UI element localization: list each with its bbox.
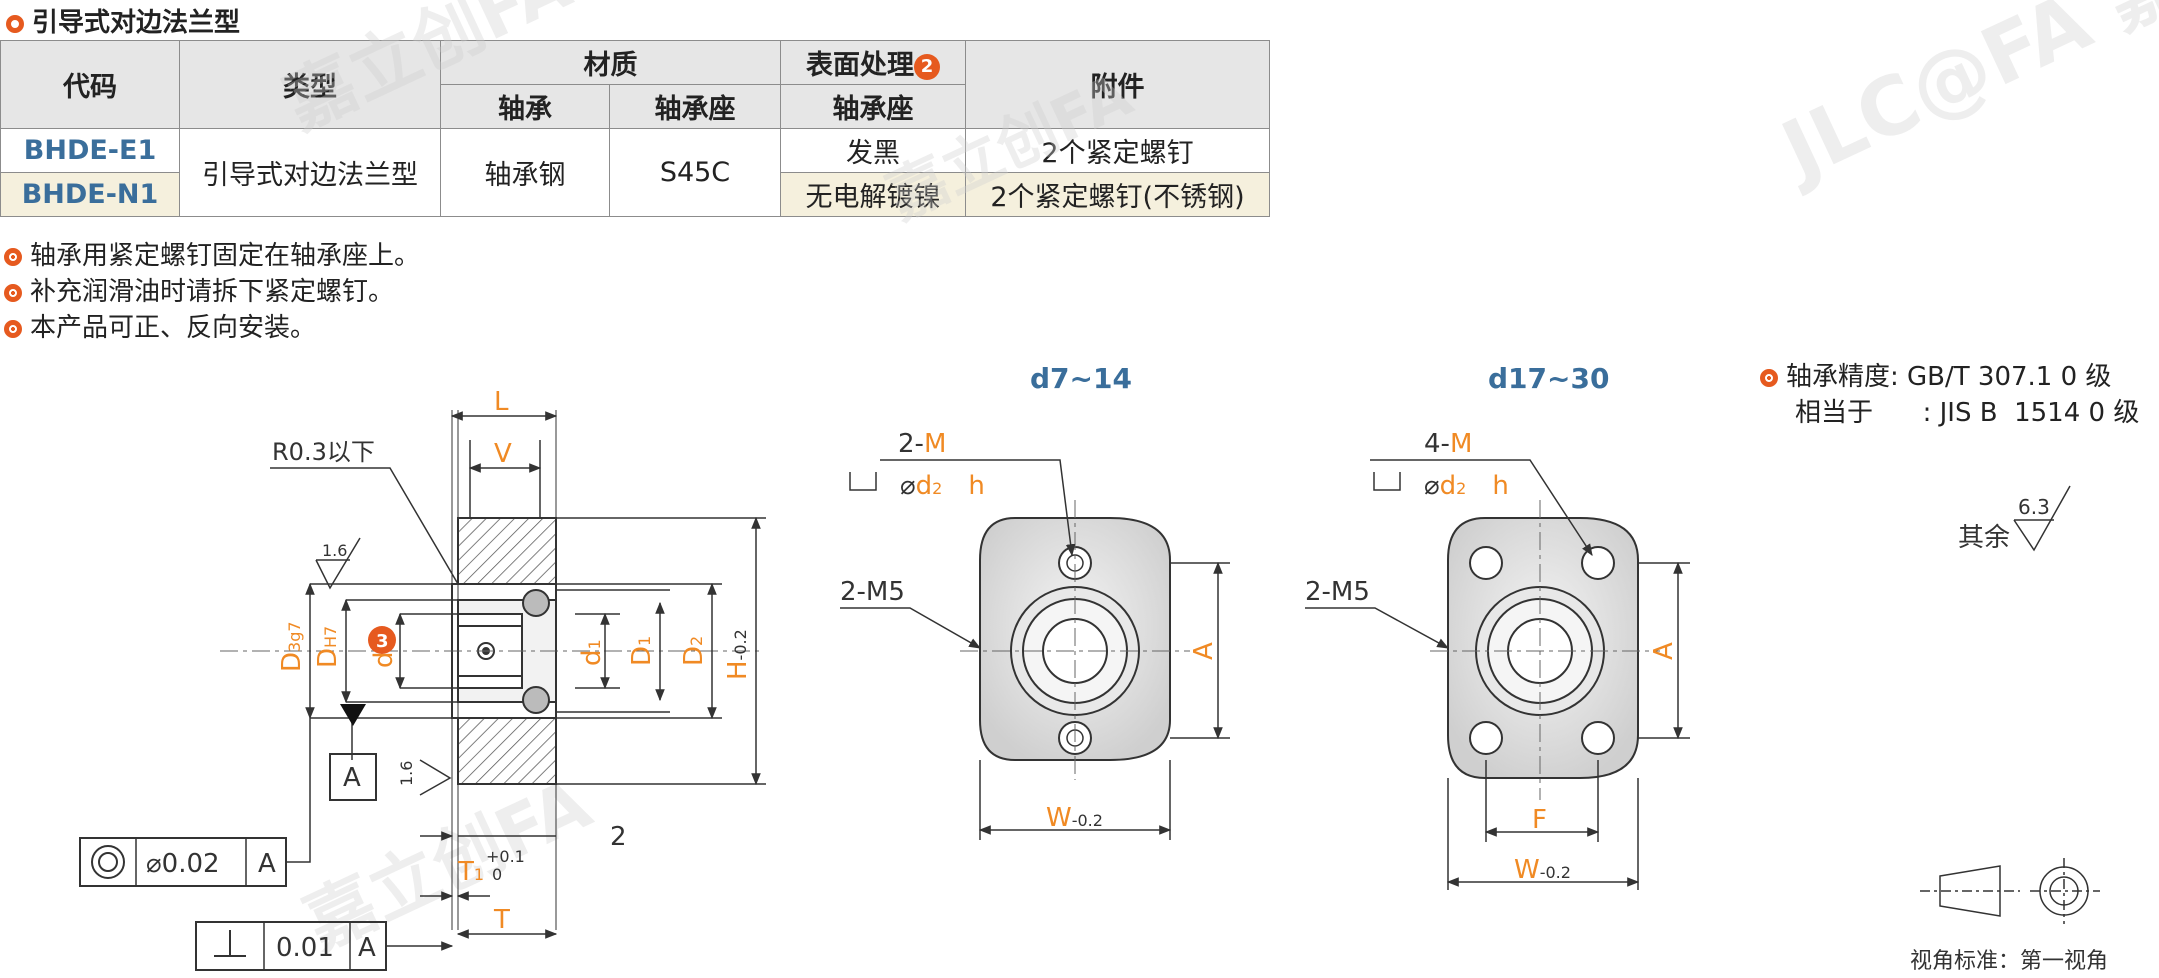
coaxiality-value: ⌀0.02 xyxy=(146,849,220,879)
code-cell: BHDE-E1 xyxy=(0,128,180,173)
finish-value: 6.3 xyxy=(2018,495,2050,519)
svg-text:嘉立创FA: 嘉立创FA xyxy=(273,0,583,145)
rough-1: 1.6 xyxy=(322,541,347,560)
note-2: 补充润滑油时请拆下紧定螺钉。 xyxy=(4,271,394,308)
coax-datum: A xyxy=(258,849,276,879)
svg-text:嘉立创FA: 嘉立创FA xyxy=(877,60,1143,234)
perp-datum: A xyxy=(358,933,376,963)
mid-dim-A: A xyxy=(1189,642,1219,660)
note-bullet-icon xyxy=(4,247,22,266)
bearing-cell: 轴承钢 xyxy=(440,128,610,217)
dim-T: T xyxy=(493,905,510,935)
jis-note: 相当于 : JIS B 1514 0 级 xyxy=(1795,398,2140,428)
dim-T1-tol-up: +0.1 xyxy=(486,847,525,866)
dim-D3: D3g7 xyxy=(277,621,307,672)
d-note-badge: 3 xyxy=(376,631,389,652)
mid-dim-W: W-0.2 xyxy=(1046,803,1103,833)
dim-D1: D1 xyxy=(627,636,657,666)
finish-symbol xyxy=(2013,485,2071,552)
title-bullet-icon xyxy=(6,14,24,33)
svg-text:JLC@FA 嘉立创FA: JLC@FA 嘉立创FA xyxy=(1764,0,2159,199)
right-dim-F: F xyxy=(1532,805,1547,835)
right-M5-label: 2-M5 xyxy=(1305,577,1370,607)
front-view-large xyxy=(1305,459,1690,890)
view-standard: 视角标准：第一视角 xyxy=(1910,949,2108,974)
dim-L: L xyxy=(494,387,509,417)
note-3: 本产品可正、反向安装。 xyxy=(4,307,316,344)
dim-d1: d1 xyxy=(577,639,607,666)
surface-cell: 发黑 xyxy=(780,128,966,173)
side-dimensions xyxy=(79,411,766,971)
finish-label: 其余 xyxy=(1958,523,2010,553)
surface-note-badge: 2 xyxy=(914,53,940,80)
note-bullet-icon xyxy=(4,283,22,302)
datum-A: A xyxy=(343,763,361,793)
code-cell: BHDE-N1 xyxy=(0,172,180,217)
perpendicularity-value: 0.01 xyxy=(276,933,334,963)
page-title: 引导式对边法兰型 xyxy=(6,2,240,39)
dim-R: R0.3以下 xyxy=(272,438,375,466)
dim-d: d xyxy=(369,651,399,668)
dim-H: H-0.2 xyxy=(723,629,753,680)
note-bullet-icon xyxy=(4,319,22,338)
right-dim-A: A xyxy=(1649,642,1679,660)
side-section-view xyxy=(220,410,760,930)
type-cell: 引导式对边法兰型 xyxy=(179,128,441,217)
dim-T1-tol-low: 0 xyxy=(492,865,502,884)
precision-bullet-icon xyxy=(1760,368,1778,387)
dim-V: V xyxy=(494,439,512,469)
mid-M-label: 2-M xyxy=(898,429,946,459)
surface-cell: 无电解镀镍 xyxy=(780,172,966,217)
dim-DH: DH7 xyxy=(313,626,343,668)
note-1: 轴承用紧定螺钉固定在轴承座上。 xyxy=(4,235,420,272)
front-view-small xyxy=(840,459,1230,840)
right-M-label: 4-M xyxy=(1424,429,1472,459)
dim-two: 2 xyxy=(610,822,627,852)
header-accessory: 附件 xyxy=(965,40,1270,129)
seat-cell: S45C xyxy=(609,128,781,217)
header-code: 代码 xyxy=(0,40,180,129)
dim-T1: T1 xyxy=(457,857,484,887)
table-row: BHDE-E1 引导式对边法兰型 轴承钢 S45C 发黑 2个紧定螺钉 xyxy=(0,128,1270,217)
precision-note: 轴承精度: GB/T 307.1 0 级 xyxy=(1760,356,2111,393)
header-type: 类型 xyxy=(179,40,441,129)
accessory-cell: 2个紧定螺钉(不锈钢) xyxy=(965,172,1270,217)
rough-2: 1.6 xyxy=(397,761,416,786)
dim-D2: D2 xyxy=(679,636,709,666)
section-label-small: d7~14 xyxy=(1030,362,1132,395)
mid-M5-label: 2-M5 xyxy=(840,577,905,607)
right-dim-W: W-0.2 xyxy=(1514,855,1571,885)
header-surface-seat: 轴承座 xyxy=(780,84,966,129)
projection-icon xyxy=(1920,858,2100,924)
header-bearing: 轴承 xyxy=(440,84,610,129)
section-label-large: d17~30 xyxy=(1488,362,1610,395)
